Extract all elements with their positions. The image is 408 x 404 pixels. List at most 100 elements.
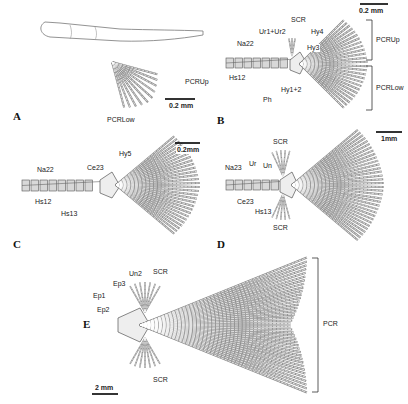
ray-segment — [300, 64, 357, 93]
bracket — [312, 258, 318, 392]
vertebra — [31, 180, 39, 191]
fin-rays — [140, 258, 307, 393]
structure-label: Hy4 — [310, 28, 324, 36]
scale-label: 0.2 mm — [358, 7, 384, 15]
fin-rays — [116, 136, 200, 234]
ray-segment — [140, 301, 300, 325]
ray-segment — [272, 194, 283, 218]
ray-segment — [140, 325, 299, 345]
vertebra — [235, 180, 243, 190]
structure-label: Ce23 — [236, 198, 255, 206]
vertebra — [67, 180, 75, 191]
ray-segment — [300, 64, 361, 86]
ray-segment — [140, 273, 306, 325]
ray-segment — [276, 151, 283, 176]
vertebra — [253, 180, 261, 190]
structure-label: PCR — [322, 320, 339, 328]
ray-segment — [112, 62, 142, 105]
ray-segment — [140, 325, 307, 389]
panel-letter: B — [216, 114, 225, 126]
ray-segment — [140, 317, 294, 325]
structure-label: Ep2 — [96, 306, 110, 314]
ray-segment — [112, 62, 136, 106]
structure-label: PCRLow — [106, 116, 136, 124]
fin-ray — [283, 194, 290, 219]
fin-rays — [130, 338, 160, 368]
bracket — [366, 66, 372, 110]
scale-bar — [376, 131, 402, 133]
ray-segment — [300, 64, 344, 108]
notochord-tip — [226, 181, 288, 185]
structure-label: Hy3 — [306, 44, 320, 52]
ray-segment — [140, 325, 305, 374]
structure-label: Ur — [248, 160, 257, 168]
ray-segment — [140, 287, 303, 325]
ray-segment — [140, 269, 306, 325]
ray-segment — [283, 151, 290, 176]
fin-ray — [112, 62, 130, 107]
ray-segment — [292, 183, 384, 185]
ray-segment — [145, 282, 146, 312]
ray-segment — [292, 179, 383, 185]
panel-letter: D — [216, 238, 226, 250]
ray-segment — [140, 325, 307, 392]
fin-ray — [289, 38, 292, 56]
ray-segment — [292, 150, 373, 185]
ray-segment — [116, 144, 182, 185]
structure-label: Na22 — [36, 166, 55, 174]
ray-segment — [140, 325, 306, 377]
fin-rays — [112, 62, 157, 107]
structure-label: Hy1+2 — [280, 86, 302, 94]
fin-ray — [292, 185, 358, 240]
structure-label: Ep3 — [112, 280, 126, 288]
fin-ray — [140, 258, 307, 325]
ray-segment — [140, 282, 145, 312]
vertebra — [40, 180, 48, 191]
vertebra — [244, 180, 252, 190]
structure-label: Hs13 — [60, 210, 78, 218]
ray-segment — [140, 294, 302, 325]
ray-segment — [135, 284, 145, 312]
fin-ray — [140, 325, 307, 385]
fin-ray — [140, 325, 307, 392]
ray-segment — [300, 58, 367, 64]
structure-label: SCR — [272, 224, 289, 232]
ray-segment — [112, 62, 130, 107]
fin-ray — [140, 298, 301, 325]
scale-label: 0.2 mm — [168, 102, 194, 110]
vertebra — [262, 58, 270, 68]
ray-segment — [300, 28, 352, 64]
ray-segment — [116, 171, 197, 185]
scale-label: 0.2mm — [176, 146, 200, 154]
ray-segment — [292, 185, 365, 232]
ray-segment — [140, 276, 305, 325]
panel-letter: C — [12, 238, 22, 250]
ray-segment — [145, 338, 146, 368]
fin-ray — [140, 284, 304, 325]
fin-ray — [140, 276, 305, 325]
scale-label: 2 mm — [94, 384, 114, 392]
ray-segment — [140, 308, 298, 325]
notochord — [22, 180, 93, 191]
ray-segment — [140, 298, 301, 325]
ray-segment — [292, 172, 382, 185]
ray-segment — [292, 141, 368, 185]
ray-segment — [116, 160, 193, 185]
structure-label: Un — [262, 162, 273, 170]
scale-label: 1mm — [380, 135, 398, 143]
notochord — [226, 180, 279, 190]
ray-segment — [281, 150, 283, 176]
fin-ray — [140, 269, 306, 325]
ray-segment — [145, 286, 160, 312]
ray-segment — [292, 38, 295, 56]
ray-segment — [292, 130, 358, 185]
structure-label: Hs13 — [254, 208, 272, 216]
scale-bar — [175, 142, 200, 144]
fin-ray — [135, 284, 145, 312]
ray-segment — [116, 150, 187, 185]
ray-segment — [140, 265, 307, 325]
ray-segment — [140, 258, 307, 325]
ray-segment — [300, 31, 355, 64]
structure-label: Ep1 — [92, 292, 106, 300]
